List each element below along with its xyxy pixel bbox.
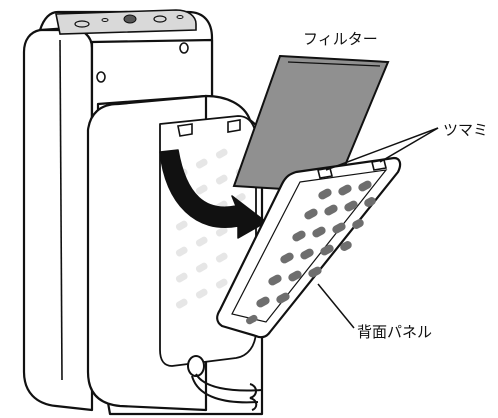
removal-arrow-icon [159, 149, 267, 239]
power-cord [187, 355, 263, 411]
back-panel-grille [246, 180, 376, 325]
knob-tabs [317, 159, 387, 179]
label-back-panel: 背面パネル [357, 323, 433, 341]
label-filter: フィルター [303, 30, 378, 48]
rear-housing [86, 94, 264, 416]
top-control-panel [55, 9, 197, 35]
label-knob: ツマミ [443, 121, 489, 139]
leader-lines [317, 127, 439, 329]
housing-tabs [177, 119, 241, 137]
